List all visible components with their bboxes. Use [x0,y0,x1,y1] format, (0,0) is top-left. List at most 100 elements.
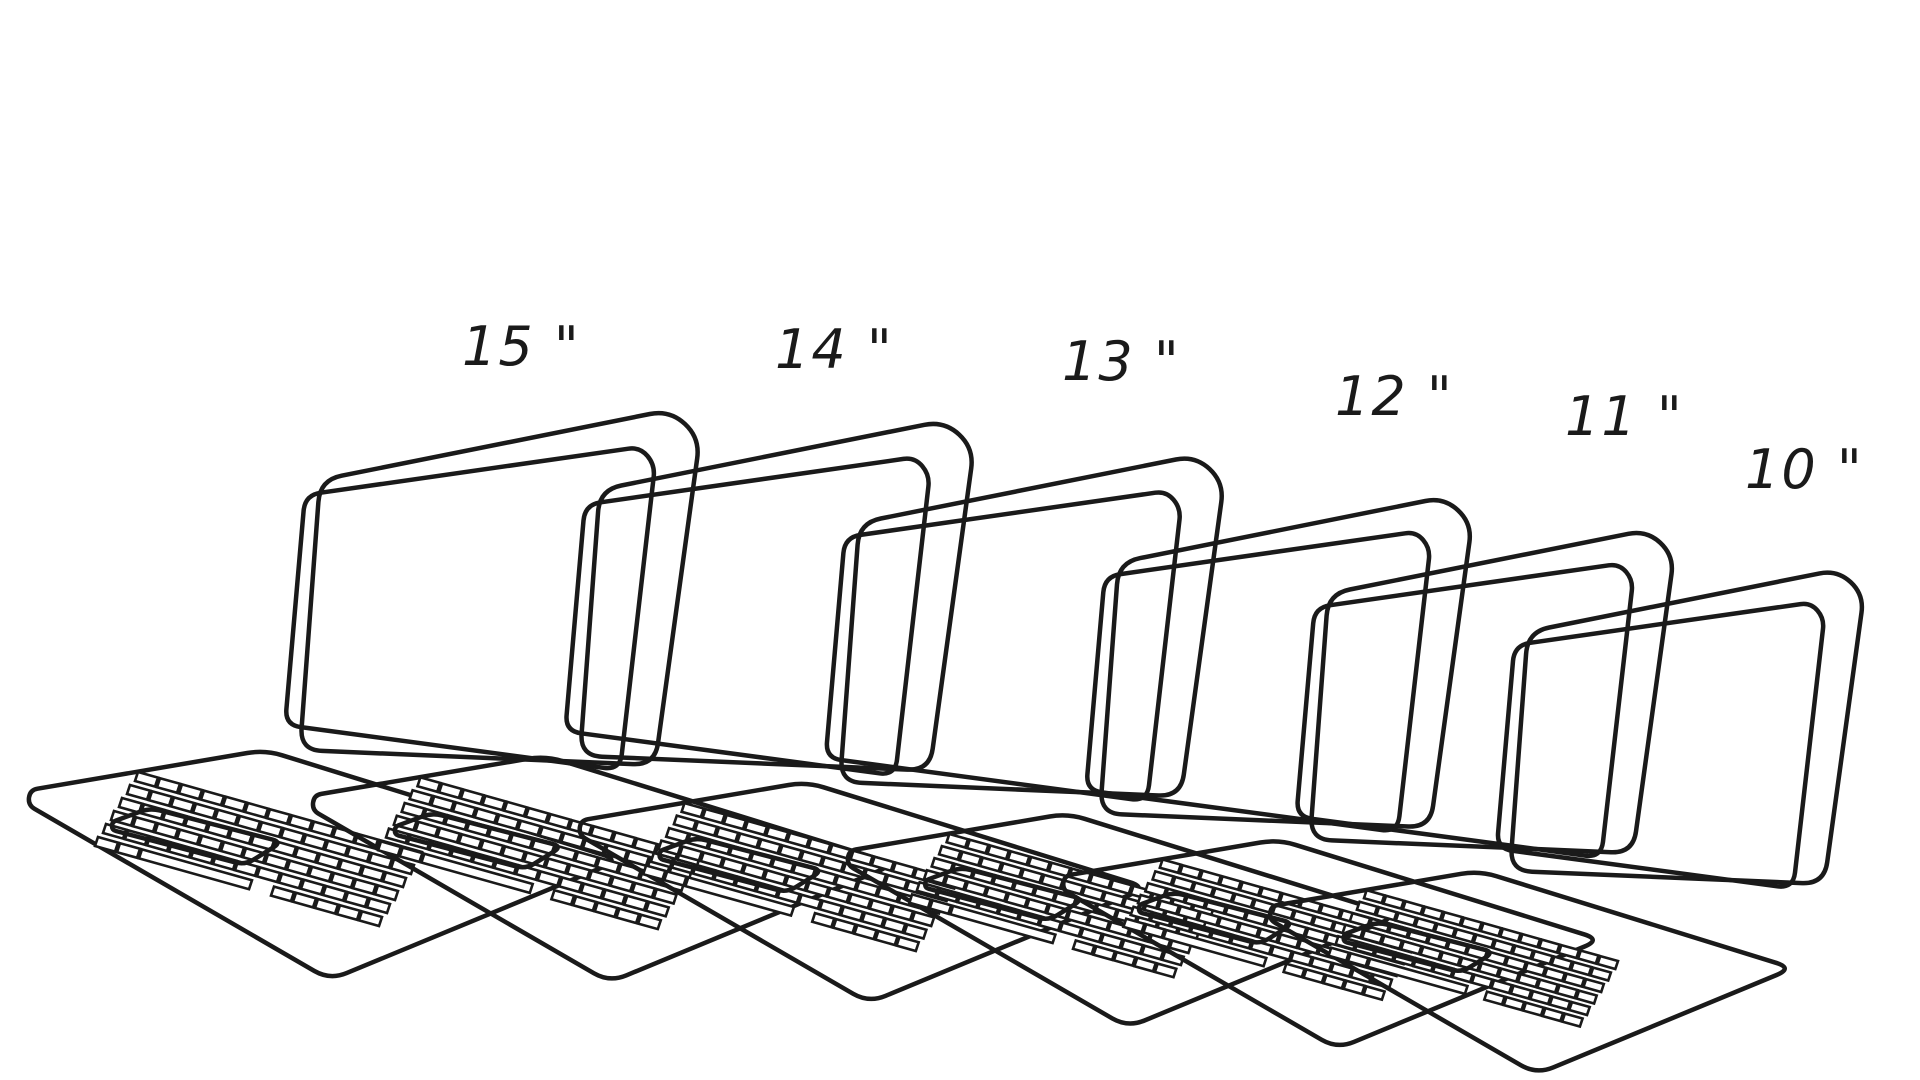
keyboard-key [1440,910,1464,927]
keyboard-key [199,789,226,807]
keyboard-key [1413,916,1438,933]
keyboard-key [367,851,394,870]
keyboard-key [1489,978,1514,995]
laptop-screen-outline [1085,530,1432,833]
keyboard-key [1518,932,1542,949]
keyboard-key [357,909,384,928]
keyboard-key [351,877,378,896]
keyboard-key [573,850,600,868]
keyboard [641,801,959,953]
keyboard-key [891,861,917,879]
keyboard-key [1418,945,1443,962]
keyboard-key [1457,956,1482,973]
laptop-deck-outline [1267,870,1787,1073]
keyboard-key [610,830,637,849]
keyboard [1326,888,1620,1029]
keyboard-key [1470,973,1494,990]
keyboard-key [1318,903,1343,920]
keyboard-key [191,802,218,820]
keyboard-key [644,900,671,918]
keyboard-key [1071,938,1097,956]
keyboard-key [301,833,328,851]
laptop-screen-outline [824,490,1182,802]
keyboard-key [1542,966,1567,983]
keyboard-key [1329,961,1354,979]
keyboard-key [1078,926,1104,944]
keyboard-key [155,776,182,795]
keyboard-key [831,917,858,935]
keyboard-key [565,863,592,881]
keyboard-key [457,832,484,851]
keyboard-key [589,824,616,843]
keyboard-key [1574,989,1599,1006]
keyboard-key [1595,954,1620,971]
keyboard-key [1091,944,1117,962]
keyboard-key [269,885,296,903]
keyboard-key [219,840,246,859]
keyboard-key [571,894,598,913]
keyboard-key [1541,1006,1565,1023]
keyboard-key [1362,888,1386,905]
keyboard-key [764,825,790,843]
keyboard-key [1491,938,1516,955]
keyboard-key [683,875,796,918]
keyboard-key [1119,938,1145,956]
keyboard-key [359,864,386,883]
keyboard-key [133,770,160,789]
keyboard-key [1281,962,1307,979]
laptop-6 [1267,570,1865,1073]
keyboard-key [672,814,698,832]
keyboard-key [1256,927,1281,944]
laptop-1 [26,410,700,979]
keyboard-key [1058,921,1084,938]
keyboard-key [1562,972,1586,989]
keyboard-key [1258,886,1283,903]
keyboard-key [741,862,767,880]
keyboard-key [1210,886,1236,904]
keyboard-key [323,839,350,857]
size-label: 13 " [1062,330,1181,393]
keyboard-key [632,836,659,855]
keyboard-key [307,865,334,883]
keyboard-key [494,813,521,831]
keyboard-key [277,872,304,890]
keyboard-key [1498,927,1523,944]
keyboard-key [1567,1000,1592,1017]
keyboard-key [928,898,953,916]
keyboard-key [963,880,989,897]
laptop-screen-outline [564,456,931,776]
keyboard-key [1271,903,1296,921]
keyboard-key [1502,995,1526,1012]
keyboard-key [522,850,549,869]
keyboard-key [852,923,879,941]
keyboard-key [1301,967,1327,985]
keyboard-key [1537,938,1562,955]
keyboard-key [365,896,392,915]
keyboard-key [545,812,572,830]
keyboard-key [137,847,254,891]
keyboard-key [1161,928,1268,968]
keyboard-key [131,815,158,834]
keyboard-key [1178,863,1203,880]
keyboard-key [1535,978,1560,995]
keyboard-key [693,820,719,838]
keyboard-key [257,820,284,839]
keyboard-key [1523,961,1548,978]
keyboard-key [735,831,762,850]
keyboard-key [804,880,831,898]
keyboard-key [1218,874,1243,892]
keyboard-key [1365,957,1470,996]
keyboard [93,770,424,928]
keyboard-key [720,856,746,874]
keyboard-key [593,900,620,919]
keyboard-key [1156,899,1181,916]
keyboard-key [630,881,657,899]
keyboard-key [1588,966,1613,983]
keyboard-key [197,834,224,852]
laptop-screen-outline [1495,601,1826,889]
keyboard-key [1309,956,1334,973]
keyboard-key [255,865,282,884]
keyboard-key [957,850,983,867]
laptop-screen-outline [284,446,657,771]
keyboard-key [839,905,865,923]
